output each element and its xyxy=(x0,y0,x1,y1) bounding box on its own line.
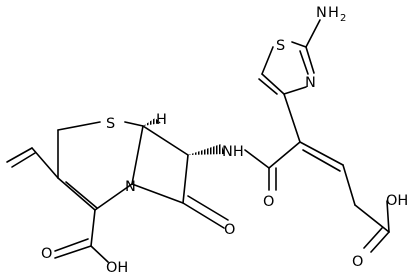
bond-cooh2-o-b xyxy=(363,227,383,249)
bond-cooh2-o xyxy=(370,231,390,253)
bond-c2-cooh xyxy=(90,209,96,247)
bonds xyxy=(6,19,390,263)
bond-c4-s xyxy=(57,121,101,131)
bond-thz-c4-c5-b xyxy=(258,78,278,95)
bond-c7-c6 xyxy=(142,125,189,156)
bond-c3-c2 xyxy=(57,177,96,211)
bond-cooh1-oh xyxy=(90,245,109,263)
atom-label-lactam-n: N xyxy=(125,179,136,195)
bond-thz-c5-s xyxy=(261,46,274,75)
atom-label-thiazole-n: N xyxy=(305,75,316,91)
atom-label-lactam-o: O xyxy=(224,222,235,238)
atom-label-nh2-sub: 2 xyxy=(340,13,346,24)
bond-thz-c4-c5 xyxy=(261,73,285,95)
bond-nh-co xyxy=(244,149,270,169)
bond-thz-c2-nh2 xyxy=(305,19,321,48)
atom-labels: N H 2 S N S H NH O N O O OH O OH xyxy=(41,5,408,276)
bond-c8-o xyxy=(182,202,225,229)
bond-calpha-cbeta xyxy=(299,141,344,166)
bond-vinyl-1b xyxy=(11,152,36,168)
bond-cooh2-oh xyxy=(386,200,390,233)
atom-label-thiazole-s: S xyxy=(276,38,285,54)
bond-n-c6 xyxy=(131,125,144,185)
atom-label-cooh2-oh: OH xyxy=(386,193,408,209)
bond-thz-n-c4 xyxy=(283,86,307,95)
bond-thz-s-c2 xyxy=(291,41,307,48)
bond-calpha-thiazole xyxy=(283,93,301,143)
bond-vinyl-1 xyxy=(6,147,33,163)
bond-cooh1-o xyxy=(54,245,92,259)
bond-co-calpha xyxy=(268,141,301,169)
atom-label-cooh1-o: O xyxy=(41,246,52,262)
atom-label-h-stereo: H xyxy=(156,112,167,128)
bond-c8-c7 xyxy=(182,154,189,204)
bond-c3-c2-b xyxy=(65,181,98,209)
atom-label-cooh2-o: O xyxy=(352,254,363,270)
bond-s-c6 xyxy=(124,121,144,127)
bond-thz-c2-n-b xyxy=(299,50,309,75)
atom-label-cooh1-oh: OH xyxy=(106,260,128,276)
bond-vinyl-2 xyxy=(31,147,59,179)
bond-c8-o-b xyxy=(187,195,229,221)
hash-bond-h xyxy=(143,118,161,126)
bond-n-c8 xyxy=(131,183,184,204)
bond-cbeta-ch2 xyxy=(342,164,356,206)
bond-thz-c2-n xyxy=(305,46,315,74)
atom-label-nh2-h: H xyxy=(328,5,339,21)
atom-label-amide-o: O xyxy=(263,194,274,210)
hash-bond-nh xyxy=(188,144,225,155)
bond-calpha-cbeta-b xyxy=(302,149,341,172)
atom-label-nh2-n: N xyxy=(316,5,327,21)
atom-label-amide-nh: NH xyxy=(222,144,244,160)
atom-label-ring-s: S xyxy=(106,116,115,132)
bond-c2-n xyxy=(94,183,133,211)
bond-ch2-cooh xyxy=(354,204,390,233)
bond-cooh1-o-b xyxy=(54,238,89,252)
